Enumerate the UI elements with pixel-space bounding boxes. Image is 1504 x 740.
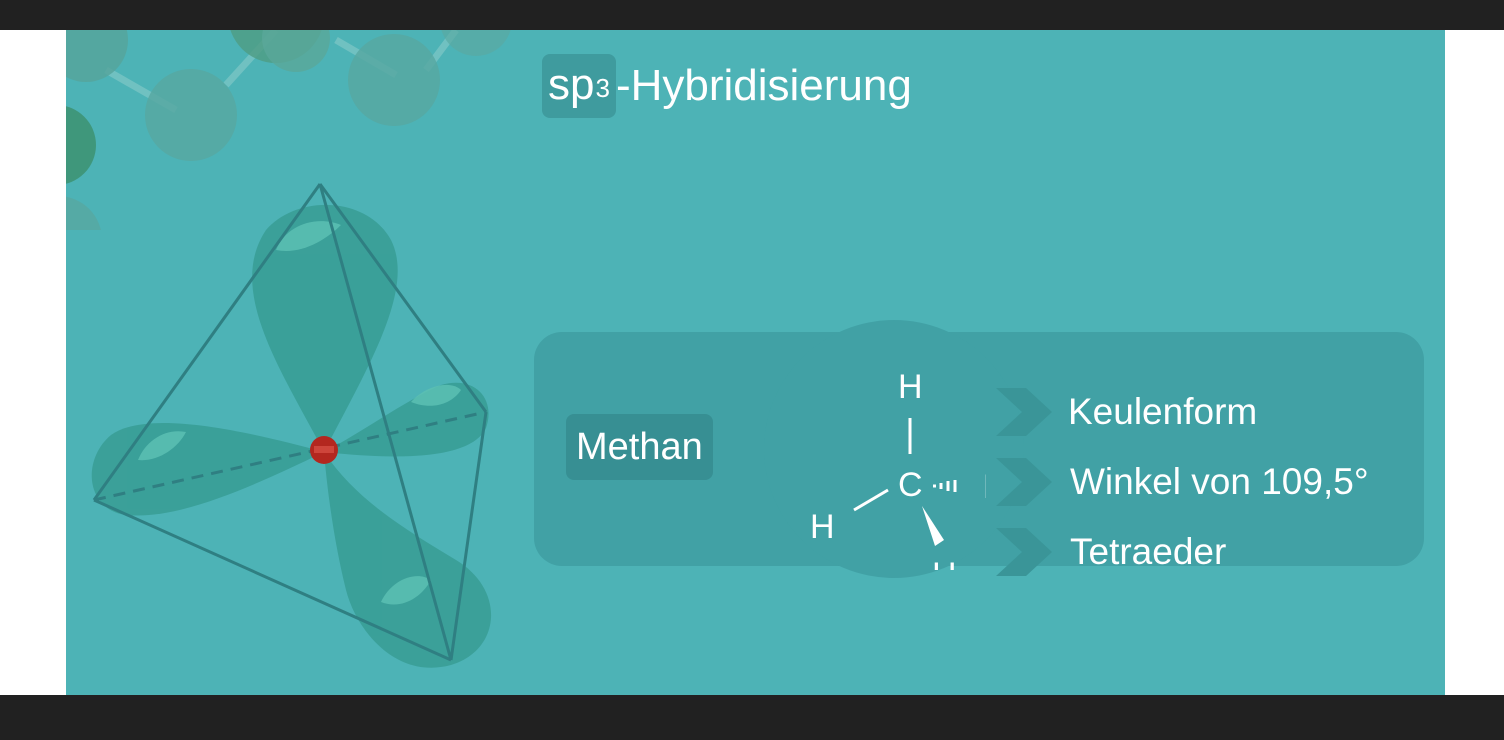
atom-ball	[66, 30, 128, 82]
lobe-highlight	[411, 384, 461, 406]
property-item: Tetraeder	[996, 522, 1226, 582]
lobe-highlight	[276, 221, 341, 251]
atom-ball	[66, 106, 96, 184]
top-letterbox-bar	[0, 0, 1504, 30]
atom-h-right: H	[983, 468, 986, 506]
atom-ball	[66, 196, 101, 230]
property-label: Tetraeder	[1070, 531, 1227, 572]
orbital-lobe-bottom	[324, 452, 492, 668]
title-suffix: -Hybridisierung	[615, 61, 912, 110]
bottom-letterbox-bar	[0, 695, 1504, 740]
atom-ball	[348, 34, 440, 126]
atom-ball	[441, 30, 511, 56]
orbital-lobe-top	[252, 204, 398, 452]
left-margin	[0, 30, 66, 695]
atom-h-top: H	[898, 368, 923, 406]
molecule-decoration	[66, 30, 511, 230]
property-item: Winkel von 109,5°	[996, 452, 1369, 512]
chevron-right-icon	[996, 528, 1052, 576]
hashed-bond	[933, 480, 957, 492]
lobe-highlight	[138, 431, 186, 461]
orbital-lobe-left	[91, 422, 324, 516]
wedge-bond	[922, 506, 944, 546]
lobe-highlight	[381, 576, 431, 605]
right-margin	[1445, 30, 1504, 695]
chevron-right-icon	[996, 388, 1052, 436]
methane-structure: H C H H H	[810, 368, 986, 570]
title-superscript: 3	[595, 73, 610, 103]
molecule-name-label: Methan	[566, 414, 713, 480]
atom-c-center: C	[898, 466, 923, 504]
atom-h-left: H	[810, 508, 835, 546]
tetrahedron-diagram	[91, 183, 492, 668]
atom-ball	[145, 69, 237, 161]
atom-h-bottom: H	[932, 556, 957, 570]
info-panel-bulge	[764, 320, 1024, 578]
atom-ball	[262, 30, 330, 72]
property-label: Winkel von 109,5°	[1070, 461, 1369, 502]
property-label: Keulenform	[1068, 391, 1258, 432]
chevron-right-icon	[996, 458, 1052, 506]
title-prefix: sp	[548, 60, 595, 109]
property-item: Keulenform	[996, 382, 1257, 442]
